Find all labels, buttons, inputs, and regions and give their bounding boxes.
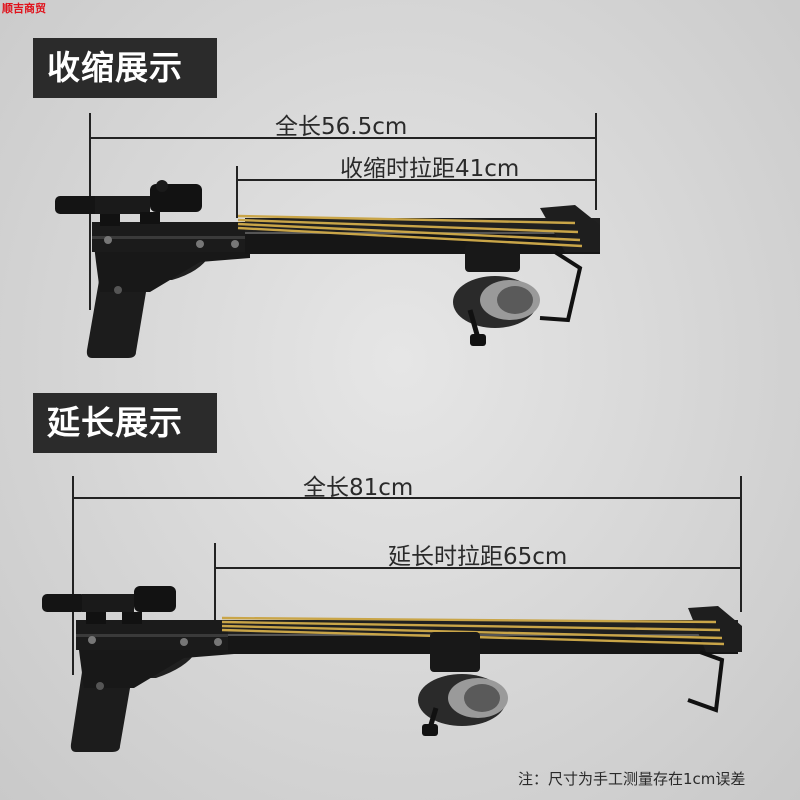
measurement-footnote: 注：尺寸为手工测量存在1cm误差 — [518, 770, 746, 788]
total-length-label-retracted: 全长56.5cm — [275, 114, 408, 140]
draw-length-label-extended: 延长时拉距65cm — [388, 544, 568, 570]
draw-length-label-retracted: 收缩时拉距41cm — [340, 156, 520, 182]
measure-lines-extended — [72, 476, 742, 675]
slingshot-extended — [42, 586, 742, 752]
total-length-label-extended: 全长81cm — [303, 475, 414, 501]
slingshot-retracted — [55, 180, 600, 358]
store-watermark: 顺吉商贸 — [2, 2, 46, 15]
section-title-retracted: 收缩展示 — [33, 38, 217, 98]
section-title-extended: 延长展示 — [33, 393, 217, 453]
